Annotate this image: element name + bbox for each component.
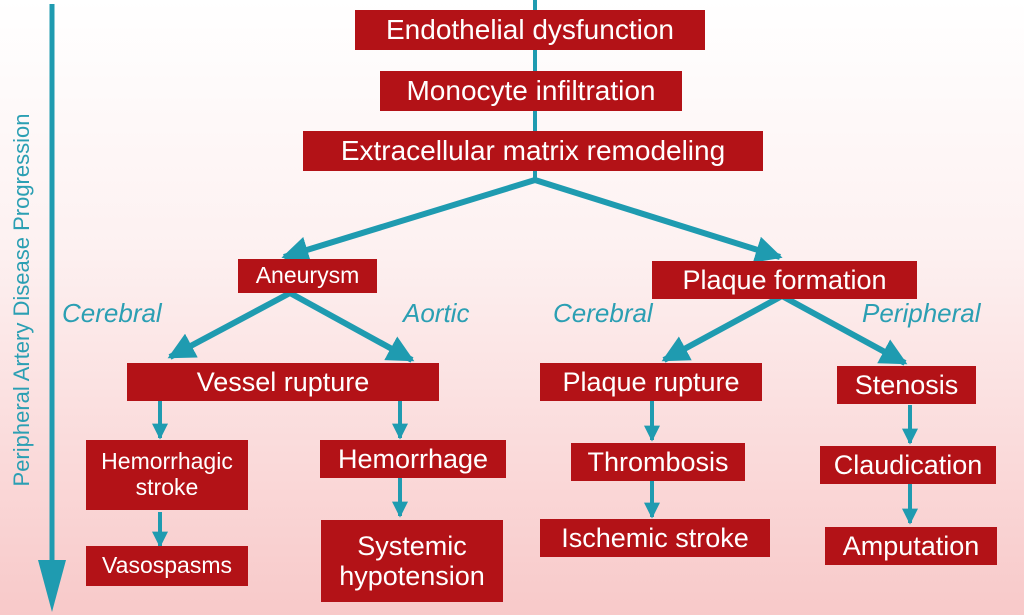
progression-axis-label: Peripheral Artery Disease Progression	[9, 113, 34, 487]
node-endothelial-dysfunction: Endothelial dysfunction	[355, 10, 705, 50]
node-amputation: Amputation	[825, 527, 997, 565]
branch-label-aneurysm-cerebral: Cerebral	[62, 298, 162, 328]
node-hemorrhagic-stroke: Hemorrhagic stroke	[86, 440, 248, 510]
branch-label-plaque-cerebral: Cerebral	[553, 298, 653, 328]
node-systemic-hypotension-line2: hypotension	[339, 561, 485, 591]
progression-axis-arrowhead	[38, 560, 66, 612]
node-plaque-rupture: Plaque rupture	[540, 363, 762, 401]
branch-label-plaque-peripheral: Peripheral	[862, 298, 981, 328]
arrow-aneurysm-aortic	[288, 290, 415, 363]
node-plaque-formation: Plaque formation	[652, 261, 917, 299]
node-ischemic-stroke: Ischemic stroke	[540, 519, 770, 557]
node-systemic-hypotension: Systemic hypotension	[321, 520, 503, 602]
arrow-to-aneurysm	[281, 177, 536, 263]
node-vessel-rupture: Vessel rupture	[127, 363, 439, 401]
node-hemorrhagic-stroke-line2: stroke	[135, 474, 199, 500]
node-aneurysm: Aneurysm	[238, 259, 377, 293]
arrow-to-plaque-formation	[534, 177, 783, 263]
node-hemorrhage: Hemorrhage	[320, 440, 506, 478]
node-hemorrhagic-stroke-line1: Hemorrhagic	[101, 448, 233, 475]
arrow-plaque-cerebral	[661, 293, 784, 363]
branch-label-aneurysm-aortic: Aortic	[403, 298, 470, 328]
node-claudication: Claudication	[820, 446, 996, 484]
arrow-plaque-peripheral	[780, 293, 908, 366]
node-extracellular-matrix-remodeling: Extracellular matrix remodeling	[303, 131, 763, 171]
node-stenosis: Stenosis	[837, 366, 976, 404]
arrow-aneurysm-cerebral	[167, 290, 292, 360]
node-thrombosis: Thrombosis	[571, 443, 745, 481]
node-systemic-hypotension-line1: Systemic	[357, 530, 467, 561]
node-monocyte-infiltration: Monocyte infiltration	[380, 71, 682, 111]
node-vasospasms: Vasospasms	[86, 546, 248, 586]
